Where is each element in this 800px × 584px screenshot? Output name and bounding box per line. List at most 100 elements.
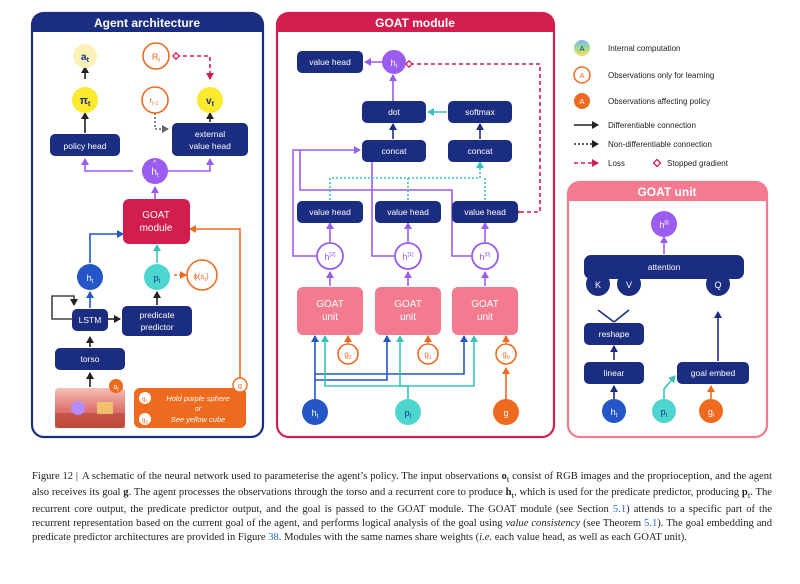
agent-node-p: pt [144,264,170,290]
svg-text:policy head: policy head [63,141,106,151]
svg-text:^: ^ [153,160,157,167]
svg-text:reshape: reshape [599,329,630,339]
svg-text:predicate: predicate [140,310,175,320]
svg-text:linear: linear [604,368,625,378]
query-node: Q [706,272,730,296]
svg-text:concat: concat [381,146,407,156]
svg-text:Rt: Rt [152,52,161,64]
legend-stopped: Stopped gradient [652,158,729,168]
goal-box: g g1 g2 Hold purple sphere or See yellow… [134,377,248,428]
svg-text:external: external [195,129,225,139]
svg-text:h[i]: h[i] [659,220,669,230]
svg-text:at: at [81,52,90,64]
goat-unit-box-2: GOAT unit [297,287,363,335]
torso-box: torso [55,348,125,370]
svg-text:g: g [503,408,508,418]
goat-unit-panel-title: GOAT unit [637,185,696,199]
goat-node-h0: h[0] [471,242,499,270]
goat-unit-box-0: GOAT unit [452,287,518,335]
lstm-box: LSTM [72,309,108,331]
section-link[interactable]: 5.1 [612,503,627,515]
goat-input-p: pt [395,399,421,425]
agent-node-pi: πt [72,87,98,113]
agent-node-v: vt [197,87,223,113]
goat-value-head-2: value head [297,201,363,223]
svg-text:attention: attention [648,262,681,272]
goat-input-h: ht [302,399,328,425]
svg-text:value head: value head [189,141,231,151]
goat-node-h2: h[2] [316,242,344,270]
legend-obs-learning: A Observations only for learning [573,66,714,84]
figure-caption: Figure 12 |A schematic of the neural net… [32,471,773,544]
svg-text:goal embed: goal embed [691,368,736,378]
svg-text:ht: ht [151,167,159,179]
svg-text:GOAT: GOAT [316,299,344,310]
svg-text:pt: pt [405,408,412,420]
svg-text:pt: pt [154,273,161,285]
svg-text:or: or [195,406,202,413]
svg-text:module: module [140,223,173,234]
svg-text:Observations only for learning: Observations only for learning [608,71,714,80]
svg-text:value head: value head [464,207,506,217]
goal-embed-box: goal embed [677,362,749,384]
svg-text:GOAT: GOAT [471,299,499,310]
svg-text:A: A [579,71,584,80]
svg-text:g2: g2 [344,350,351,361]
svg-text:concat: concat [467,146,493,156]
svg-text:Observations affecting policy: Observations affecting policy [608,97,710,106]
svg-text:GOAT: GOAT [394,299,422,310]
unit-input-p: pt [652,399,676,423]
policy-head-box: policy head [50,134,120,156]
legend: A Internal computation A Observations on… [573,40,729,168]
goat-node-h1: h[1] [394,242,422,270]
svg-text:g: g [238,381,242,390]
agent-node-phi: ϕ(st) [186,259,218,291]
svg-text:g1: g1 [142,396,149,404]
svg-text:LSTM: LSTM [79,315,102,325]
theorem-link[interactable]: 5.1 [644,517,658,529]
svg-text:Differentiable connection: Differentiable connection [608,121,696,130]
svg-text:g0: g0 [502,350,509,361]
svg-text:ht: ht [87,273,94,285]
svg-text:Non-differentiable connection: Non-differentiable connection [608,140,712,149]
goat-node-g0: g0 [495,343,517,365]
svg-text:πt: πt [80,95,91,108]
goat-module-box: GOAT module [123,199,190,244]
legend-non-differentiable: Non-differentiable connection [574,140,712,149]
agent-node-h-hat: ht ^ [142,158,168,184]
goat-input-g: g [493,399,519,425]
goat-value-head-1: value head [375,201,441,223]
svg-text:rt-1: rt-1 [149,96,158,107]
svg-text:vt: vt [206,96,215,108]
value-node: V [617,272,641,296]
svg-text:torso: torso [81,354,100,364]
svg-text:predictor: predictor [140,322,173,332]
svg-text:Loss: Loss [608,159,625,168]
reshape-box: reshape [584,323,644,345]
goat-node-g2: g2 [337,343,359,365]
agent-panel-title: Agent architecture [94,16,200,30]
svg-text:g2: g2 [142,417,149,425]
svg-text:ht: ht [391,58,398,70]
svg-text:ot: ot [113,384,119,393]
key-node: K [586,272,610,296]
architecture-figure: Agent architecture at πt Rt [30,11,769,439]
svg-text:g1: g1 [424,350,431,361]
svg-text:h[0]: h[0] [479,252,491,262]
goat-module-panel-title: GOAT module [375,16,455,30]
external-value-head-box: external value head [172,123,248,156]
svg-text:pt: pt [661,407,668,419]
agent-node-r-prev: rt-1 [141,86,169,114]
svg-text:value head: value head [309,57,351,67]
svg-text:A: A [579,44,584,53]
svg-text:See yellow cube: See yellow cube [171,415,226,424]
figure-link[interactable]: 38 [268,532,279,544]
dot-box: dot [362,101,426,123]
svg-text:ht: ht [611,407,618,419]
svg-text:unit: unit [477,312,493,323]
svg-text:Hold purple sphere: Hold purple sphere [166,394,229,403]
agent-connections [51,47,241,387]
unit-input-g: gi [699,399,723,423]
linear-box: linear [584,362,644,384]
svg-text:Stopped gradient: Stopped gradient [667,159,729,168]
